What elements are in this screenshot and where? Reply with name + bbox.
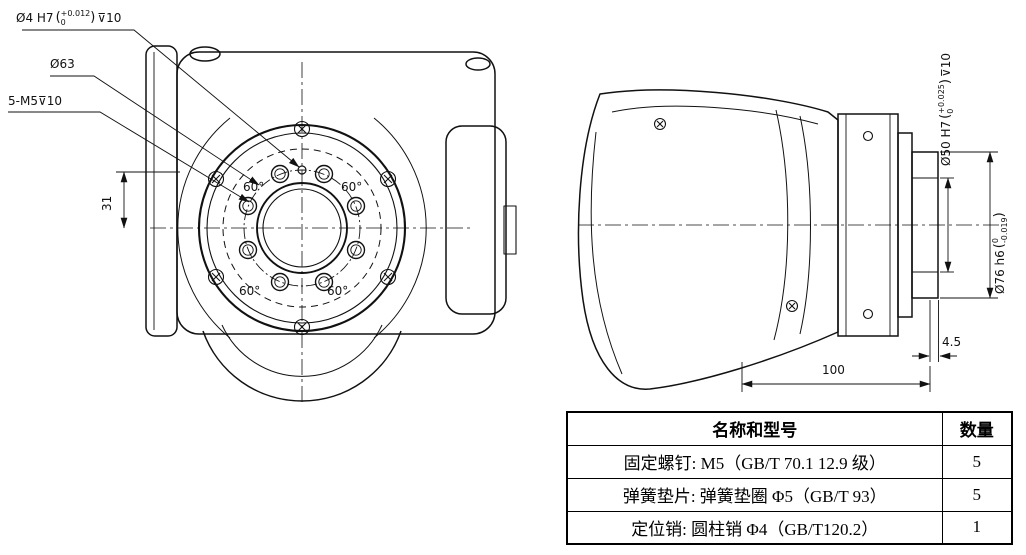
dim-dowel-depth: ⊽10 [97,10,122,25]
dim-spigot-76: Ø76 h6 0 -0.019 [991,212,1009,294]
dim-bore-50: Ø50 H7 +0.025 0 ⊽10 [937,52,955,166]
parts-table: 名称和型号 数量 固定螺钉: M5（GB/T 70.1 12.9 级） 5 弹簧… [566,411,1013,545]
front-view-dimension-lines [8,29,300,229]
front-view-centerlines [150,62,472,406]
dim-spigot-tolerance: 0 -0.019 [991,212,1009,248]
part-qty-pin: 1 [941,510,1013,545]
part-qty-screw: 5 [941,444,1013,479]
parts-table-header-row: 名称和型号 数量 [566,411,1013,446]
front-view-housing [145,45,517,402]
table-header-qty: 数量 [941,411,1013,446]
part-name-pin: 定位销: 圆柱销 Φ4（GB/T120.2） [566,510,943,545]
side-view-body [577,89,839,390]
dim-dowel-hole: Ø4 H7 +0.012 0 ⊽10 [16,9,122,27]
part-qty-washer: 5 [941,477,1013,512]
side-view-screws [653,117,874,320]
dim-length-100: 100 [822,363,845,377]
table-row: 固定螺钉: M5（GB/T 70.1 12.9 级） 5 [566,444,1013,479]
dim-offset-31: 31 [100,195,114,211]
angle-label-upper-right: 60° [341,180,363,194]
angle-label-lower-left: 60° [239,284,261,298]
dim-dowel-main: Ø4 H7 [16,10,54,25]
table-row: 弹簧垫片: 弹簧垫圈 Φ5（GB/T 93） 5 [566,477,1013,512]
side-view-dimension-lines [741,151,998,392]
dim-bore-depth: ⊽10 [938,52,953,78]
dim-dowel-tolerance: +0.012 0 [56,9,96,27]
dim-bolt-circle: Ø63 [50,57,75,71]
dim-lip-45: 4.5 [942,335,962,349]
part-name-screw: 固定螺钉: M5（GB/T 70.1 12.9 级） [566,444,943,479]
dim-thread-holes: 5-M5⊽10 [8,94,63,108]
table-row: 定位销: 圆柱销 Φ4（GB/T120.2） 1 [566,510,1013,545]
angle-label-lower-right: 60° [327,284,349,298]
table-header-name: 名称和型号 [566,411,943,446]
dim-bore-tolerance: +0.025 0 [937,79,955,119]
part-name-washer: 弹簧垫片: 弹簧垫圈 Φ5（GB/T 93） [566,477,943,512]
angle-label-upper-left: 60° [243,180,265,194]
